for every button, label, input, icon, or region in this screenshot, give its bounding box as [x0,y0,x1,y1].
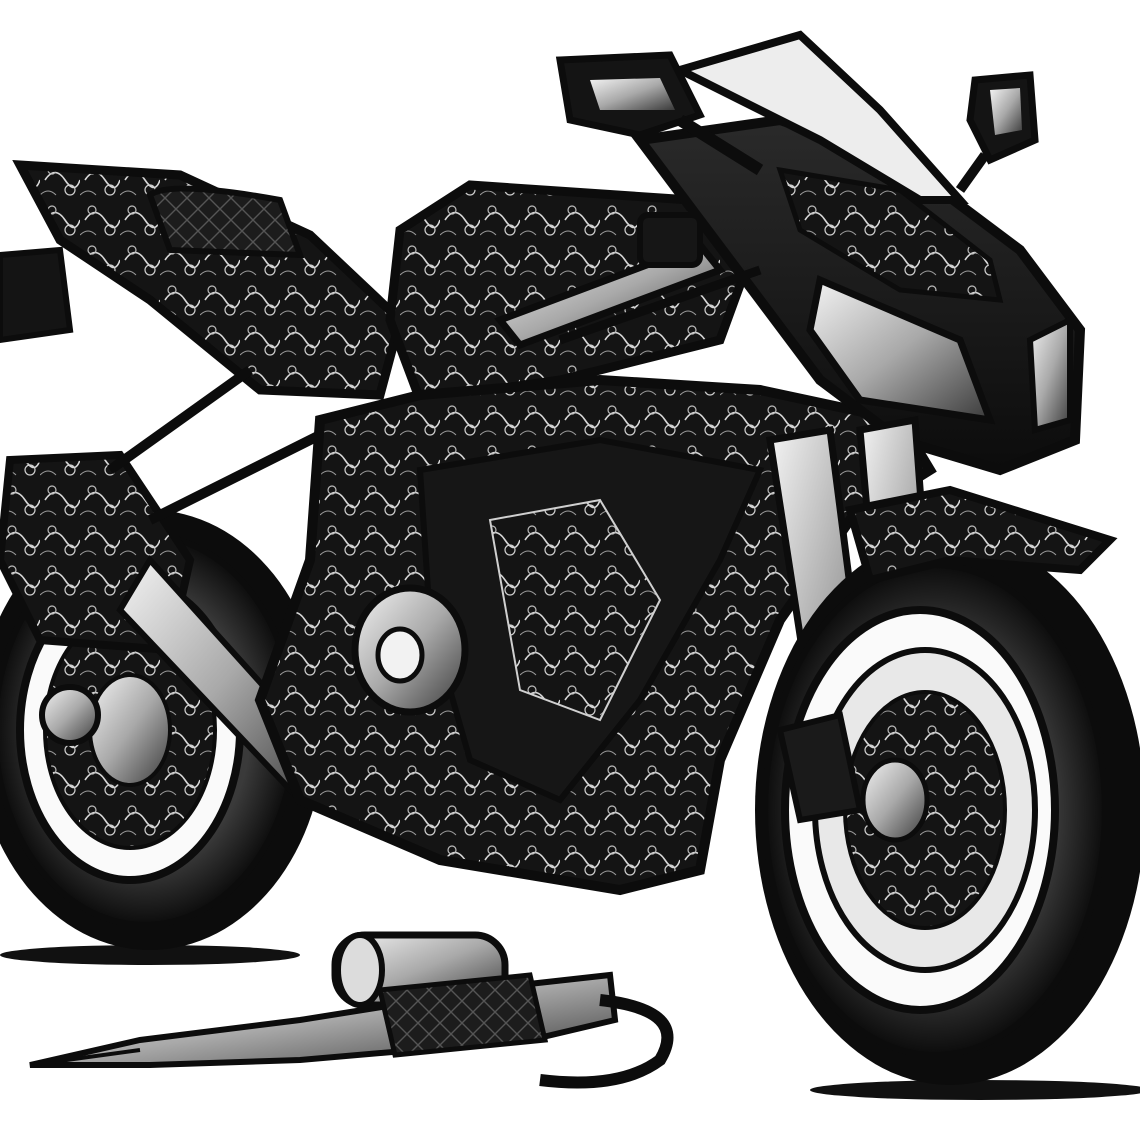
subframe [107,365,333,525]
main-fairing [254,374,937,896]
headlight-left [806,275,996,425]
ground-shadow-rear [0,945,300,965]
front-wheel [755,535,1140,1085]
handlebar [494,212,762,350]
mirror-right [955,71,1039,193]
engraving-pen-tool [29,931,674,1089]
front-fairing [630,30,1086,476]
front-fender [844,485,1118,585]
brake-caliper [776,711,864,824]
windscreen [669,30,969,204]
tail-cowl [0,160,406,400]
headlight-right [1026,315,1073,434]
mirror-left [555,51,764,176]
ground-shadow-front [810,1080,1140,1100]
